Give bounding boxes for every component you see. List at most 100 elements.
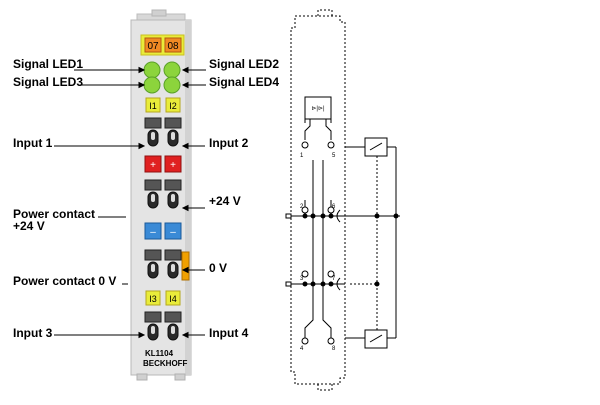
contact-pin3 [301,270,309,278]
callout-signal-led3: Signal LED3 [13,75,84,89]
channel-label-i2: I2 [169,101,177,111]
lead-pin8 [322,290,332,338]
diode-symbols: ⊳|⊳| [311,106,325,112]
clamp-release[interactable] [144,179,162,191]
lead-pin1 [304,119,311,140]
clamp-release[interactable] [164,249,182,261]
clamp-highlight [151,132,155,140]
callout-input3: Input 3 [13,326,53,340]
pin-number-1: 1 [300,153,304,159]
clamp-release[interactable] [144,311,162,323]
arrow-plus24v-head [181,204,189,212]
channel-box-i2 [165,97,181,113]
channel-label-i4: I4 [169,294,177,304]
terminal-module: 07 08 I1 I2 + + – – I3 I4 KL1104 BECKHOF… [130,9,192,381]
clamp-highlight [171,326,175,334]
top-latch-tab [151,9,167,17]
arrow-led1-head [138,66,146,74]
arrow-zero-v-head [181,266,189,274]
minus-symbol-right: – [170,227,176,238]
callout-power-contact-plus: Power contact +24 V [13,208,95,232]
label-08: 08 [167,41,179,52]
arrow-input2-head [181,142,189,150]
arrow-input1-head [138,142,146,150]
callout-input2: Input 2 [209,136,249,150]
spring-clamp[interactable] [164,179,182,209]
model-label: KL1104 [145,349,174,358]
spring-clamp[interactable] [164,249,182,279]
switch1-blade [369,142,383,151]
spring-clamp[interactable] [144,117,162,147]
node-rail-a [310,213,316,219]
bottom-foot-left [136,373,148,381]
node-pin2 [302,213,308,219]
outline-top-notch [317,9,333,16]
clamp-highlight [151,326,155,334]
pin-number-7: 7 [332,276,336,282]
clamp-release[interactable] [144,249,162,261]
channel-box-i1 [145,97,161,113]
clamp-release[interactable] [144,117,162,129]
contact-pin5 [327,141,335,149]
spring-clamp[interactable] [144,179,162,209]
pin-number-8: 8 [332,346,336,352]
clamp-release[interactable] [164,311,182,323]
blue-contact-left [144,222,162,240]
contact-pin4 [301,337,309,345]
callout-plus24v: +24 V [209,194,241,208]
electronics-box [304,96,332,120]
label-box-08 [164,37,182,53]
node-rail-c [310,281,316,287]
housing-side [185,20,191,375]
callout-arrows [54,66,206,339]
blue-contact-right [164,222,182,240]
contact-pin8 [327,337,335,345]
pin-number-2: 2 [300,204,304,210]
lead-pin5 [325,119,332,140]
callout-input1: Input 1 [13,136,53,150]
clamp-highlight [171,132,175,140]
label-box-07 [144,37,162,53]
node-pin7 [328,281,334,287]
plus-symbol-right: + [170,160,176,171]
power-contact-plus-line1: Power contact [13,207,96,221]
channel-box-i3 [145,290,161,306]
lead-pin4 [304,290,314,338]
pin-number-3: 3 [300,276,304,282]
schematic: ⊳|⊳| [285,9,400,391]
arrow-input3-head [138,331,146,339]
signal-led-4 [163,76,181,94]
clamp-release[interactable] [164,117,182,129]
red-contact-left [144,155,162,173]
clamp-highlight [171,264,175,272]
plus-symbol-left: + [150,160,156,171]
minus-symbol-left: – [150,227,156,238]
spring-clamps [144,117,182,341]
clamp-highlight [151,194,155,202]
outline-bottom-notch [317,384,333,391]
spring-clamp[interactable] [144,311,162,341]
channel-box-i4 [165,290,181,306]
node-pin6 [328,213,334,219]
spring-clamp[interactable] [164,117,182,147]
spring-clamp[interactable] [164,311,182,341]
callout-power-contact-0v: Power contact 0 V [13,274,117,288]
channel-label-i3: I3 [149,294,157,304]
node-pin3 [302,281,308,287]
bus-plus24v-end [285,213,292,219]
power-contact-arc-top [336,209,341,223]
label-07: 07 [147,41,159,52]
clamp-release[interactable] [164,179,182,191]
callout-signal-led1: Signal LED1 [13,57,84,71]
arrow-input4-head [181,331,189,339]
signal-led-2 [163,61,181,79]
power-contact-latch [181,251,190,281]
callout-signal-led2: Signal LED2 [209,57,280,71]
bottom-foot-right [174,373,186,381]
spring-clamp[interactable] [144,249,162,279]
pin-numbers: 1 5 2 6 3 7 4 8 [300,153,336,352]
contact-pin7 [327,270,335,278]
node-rail-b [320,213,326,219]
